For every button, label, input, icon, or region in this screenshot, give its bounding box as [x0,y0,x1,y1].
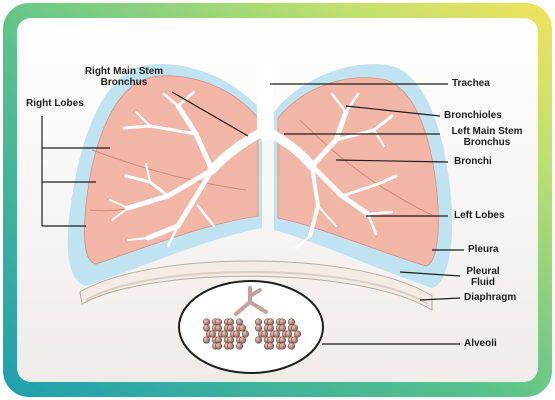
alveolus [215,319,222,326]
alveolus [236,343,243,350]
label-bronchioles: Bronchioles [444,110,502,121]
alveolus [279,343,286,350]
alveolus [294,331,301,338]
alveolus [209,331,216,338]
alveolus [261,331,268,338]
alveolus [203,319,210,326]
alveolus [242,331,249,338]
alveolus [267,325,274,332]
alveolus [288,319,295,326]
label-left-lobes: Left Lobes [454,210,505,221]
alveolus [267,343,274,350]
alveolus [215,343,222,350]
label-right-main-stem-bronchus: Right Main Stem Bronchus [64,66,184,88]
alveolus [215,337,222,344]
alveolus [203,325,210,332]
alveolus [227,337,234,344]
alveolus [239,325,246,332]
label-alveoli: Alveoli [464,338,497,349]
alveolus [215,325,222,332]
alveolus [279,337,286,344]
alveolus [227,325,234,332]
alveolus [267,337,274,344]
alveolus [288,343,295,350]
alveolus [273,331,280,338]
label-pleura: Pleura [468,244,499,255]
alveolus [255,319,262,326]
alveolus [221,331,228,338]
label-bronchi: Bronchi [454,156,492,167]
label-left-main-stem-bronchus: Left Main Stem Bronchus [444,126,530,148]
alveolus [291,325,298,332]
alveolus [203,337,210,344]
label-diaphragm: Diaphragm [464,292,516,303]
alveolus [285,331,292,338]
alveolus [227,319,234,326]
alveolus [279,319,286,326]
alveolus [233,331,240,338]
alveolus [291,337,298,344]
label-trachea: Trachea [452,78,490,89]
alveolus [227,343,234,350]
alveolus [239,337,246,344]
alveolus [279,325,286,332]
alveolus [267,319,274,326]
alveolus [255,337,262,344]
alveolus [236,319,243,326]
label-pleural-fluid: Pleural Fluid [458,266,508,288]
alveolus [255,325,262,332]
label-right-lobes: Right Lobes [26,98,84,109]
